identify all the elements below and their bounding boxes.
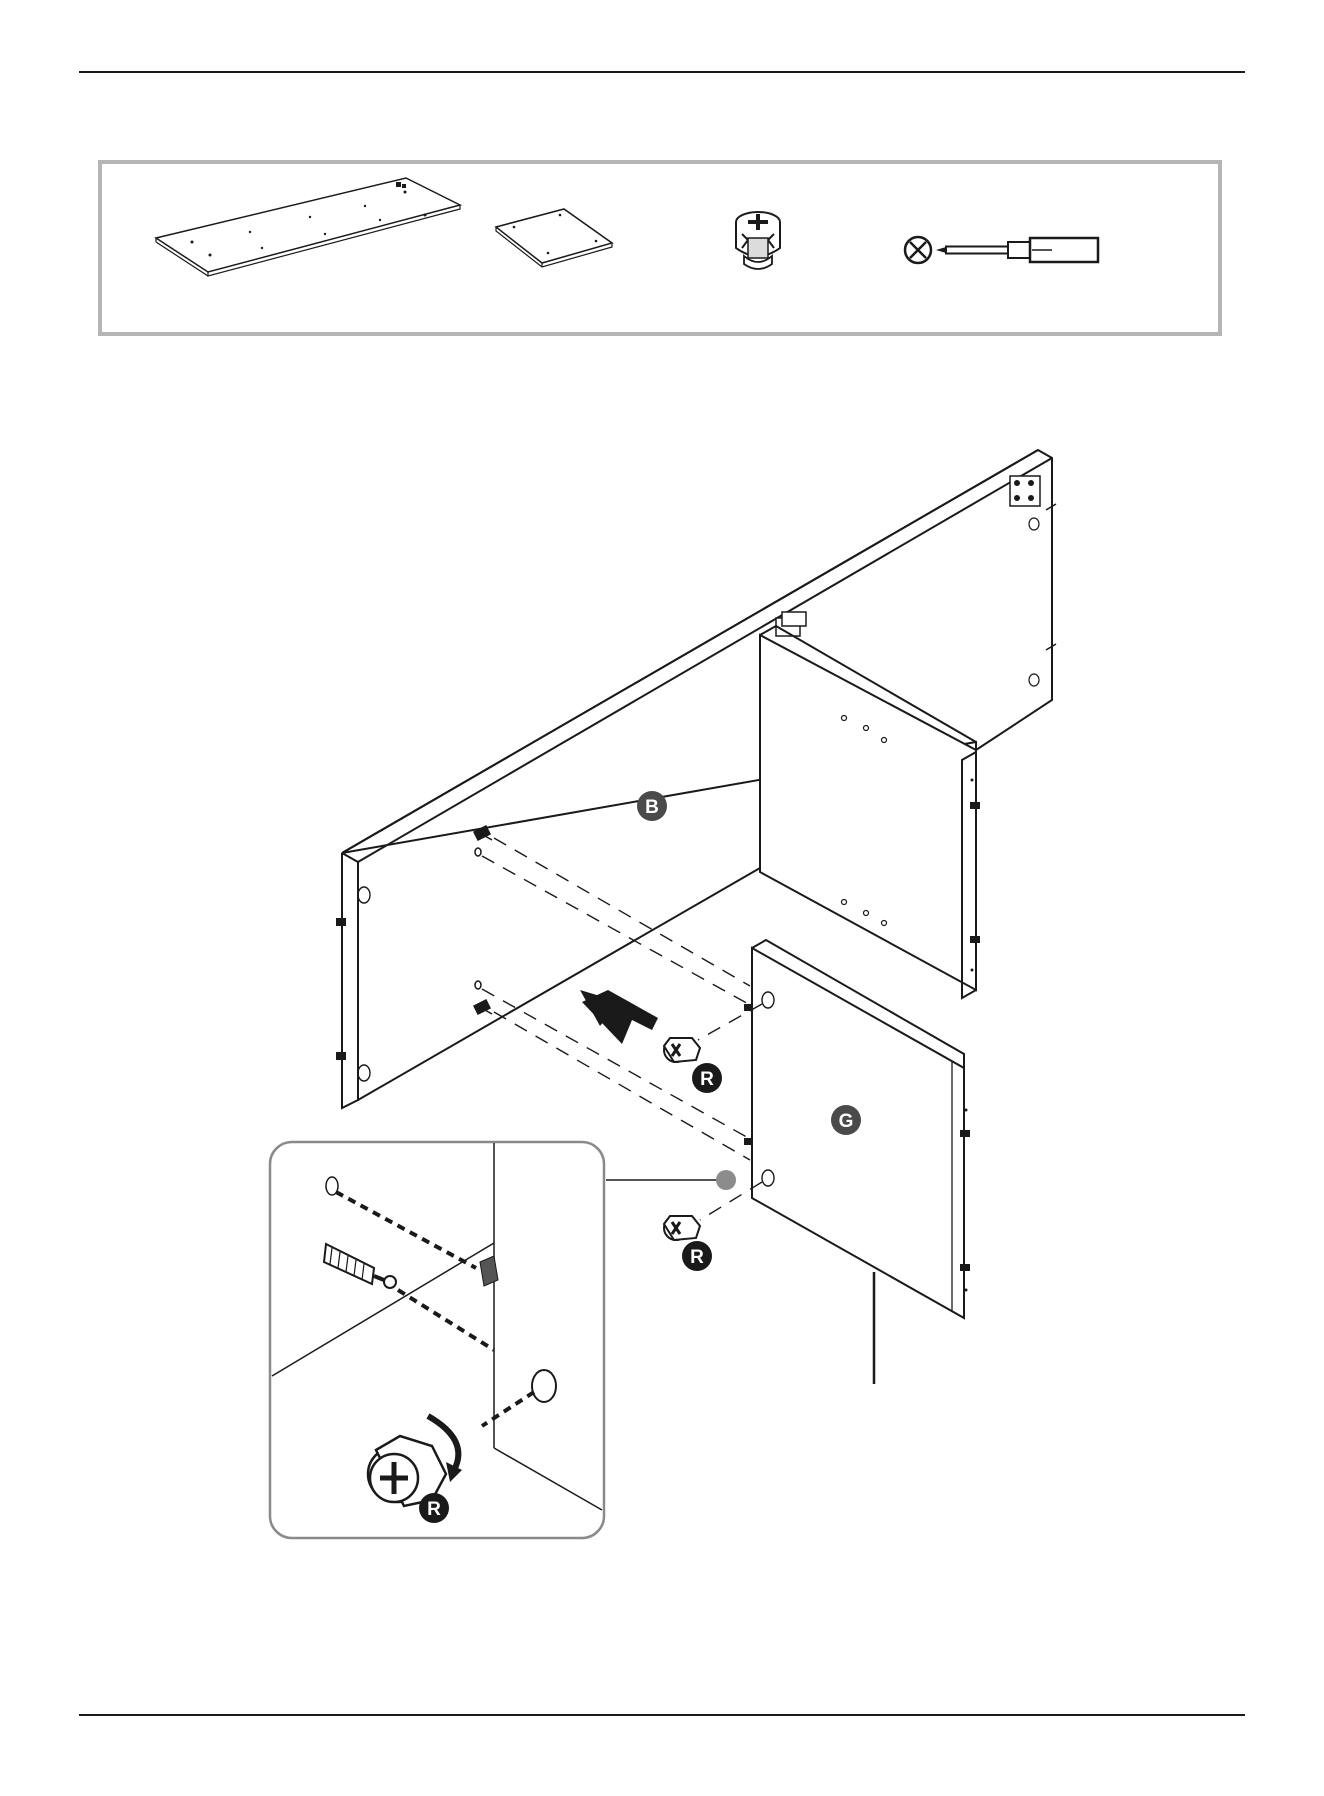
label-b: B <box>637 791 667 821</box>
label-g: G <box>831 1105 861 1135</box>
label-r1: R <box>692 1063 722 1093</box>
bottom-rule <box>79 1714 1245 1716</box>
label-r1-text: R <box>700 1069 714 1090</box>
callout-dot <box>716 1170 736 1190</box>
cam-lock-r1 <box>664 1038 700 1062</box>
label-r2: R <box>682 1241 712 1271</box>
label-g-text: G <box>839 1111 854 1132</box>
cam-lock-r2 <box>664 1216 700 1240</box>
label-r-detail: R <box>419 1493 449 1523</box>
label-r2-text: R <box>690 1247 704 1268</box>
label-b-text: B <box>645 797 659 818</box>
panel-g <box>752 948 964 1318</box>
label-r-detail-text: R <box>427 1499 441 1520</box>
